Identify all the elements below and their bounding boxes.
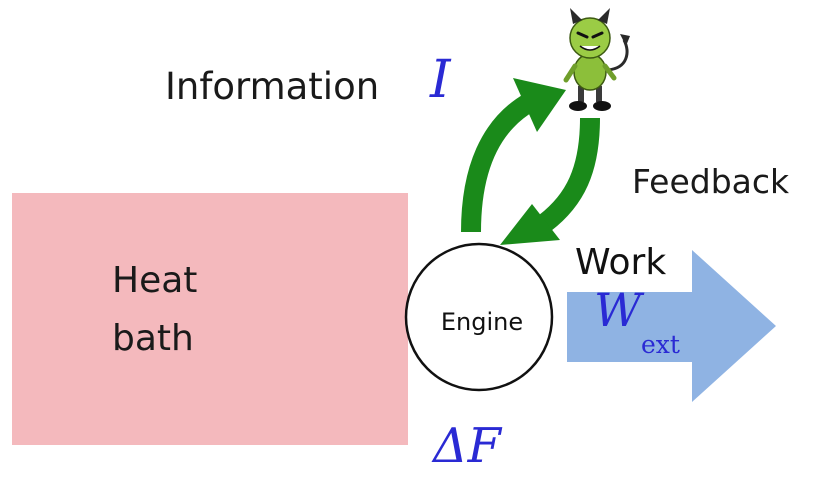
feedback-label: Feedback <box>632 162 790 201</box>
work-symbol-subscript: ext <box>641 330 680 359</box>
information-symbol: I <box>430 50 451 110</box>
work-symbol: W <box>594 283 642 337</box>
heat-bath-label-line1: Heat <box>112 260 198 301</box>
engine-circle <box>404 242 554 392</box>
information-arrow <box>461 78 566 233</box>
heat-bath-label-line2: bath <box>112 318 194 359</box>
work-label: Work <box>575 242 667 283</box>
information-label: Information <box>165 65 380 108</box>
demon-icon <box>563 8 630 111</box>
work-arrow <box>567 250 776 402</box>
heat-bath-label: Heat bath <box>112 252 197 368</box>
feedback-arrow <box>500 117 600 245</box>
engine-label: Engine <box>440 308 524 336</box>
free-energy-symbol: ΔF <box>433 418 501 474</box>
heat-bath-box <box>12 193 408 445</box>
